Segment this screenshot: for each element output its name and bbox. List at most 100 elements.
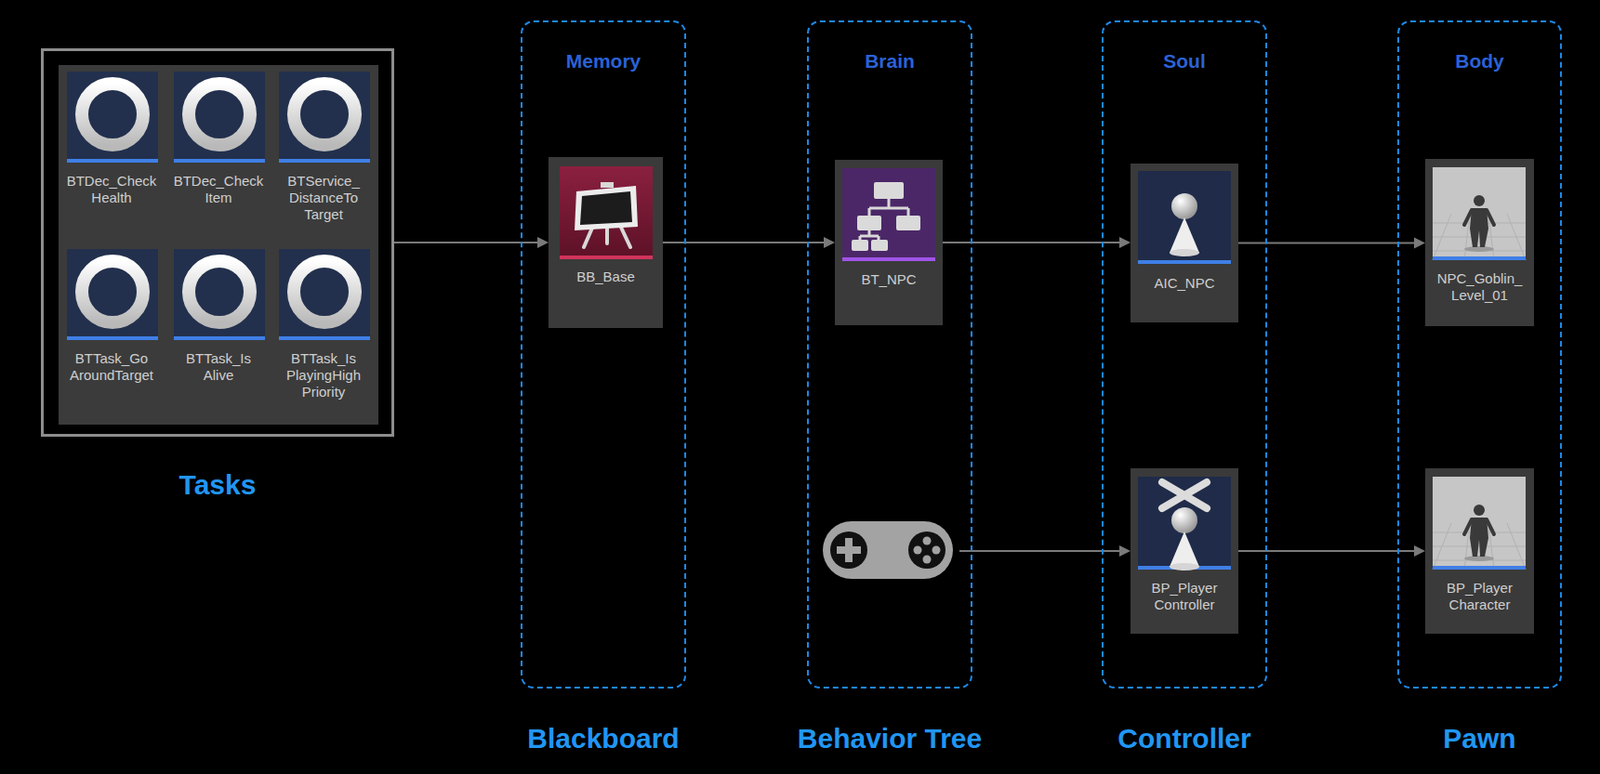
tile-label: BP_Player Character xyxy=(1428,580,1531,614)
gamepad-icon xyxy=(830,531,868,569)
goblin-pawn-icon xyxy=(1432,167,1526,261)
column-group: SoulControllerAIC_NPCBP_Player Controlle… xyxy=(1101,20,1268,689)
blackboard-icon xyxy=(559,166,653,260)
gamepad-icon xyxy=(923,537,932,546)
task-panel-fill xyxy=(58,65,379,425)
tile-label: BP_Player Controller xyxy=(1134,580,1235,614)
group-heading: Memory xyxy=(522,50,685,73)
arrow-line xyxy=(1238,550,1415,553)
column-group: BodyPawnNPC_Goblin_ Level_01BP_Player Ch… xyxy=(1397,20,1562,689)
group-caption: Behavior Tree xyxy=(725,722,1055,756)
asset-tile: AIC_NPC xyxy=(1130,163,1239,323)
gamepad-arrow xyxy=(1119,545,1131,557)
column-group: BrainBehavior TreeBT_NPC xyxy=(806,20,973,689)
tile-panels xyxy=(548,157,1534,635)
task-icons xyxy=(66,249,159,341)
group-heading: Soul xyxy=(1103,50,1266,73)
task-tile: BTDec_Check Health xyxy=(62,68,161,241)
player-controller-icon xyxy=(1137,476,1231,571)
task-tile: BTTask_Go AroundTarget xyxy=(62,246,161,419)
behavior-tree-icon xyxy=(857,215,882,231)
blackboard-icon xyxy=(580,191,633,225)
behavior-tree-icon xyxy=(851,239,869,252)
gamepad-arrow xyxy=(959,550,1121,553)
player-character-icon xyxy=(1432,476,1526,570)
arrow-line xyxy=(662,241,825,244)
behavior-tree-icon xyxy=(871,239,888,252)
arrow-head xyxy=(1119,237,1131,249)
task-panel: TasksBTDec_Check HealthBTDec_Check ItemB… xyxy=(40,48,395,437)
flow-arrow xyxy=(662,237,835,249)
gamepad-icon xyxy=(908,531,946,569)
task-icons xyxy=(173,249,265,341)
task-icons xyxy=(66,71,371,341)
tile-label: BTDec_Check Health xyxy=(65,172,159,207)
tile-label: BTTask_Is Alive xyxy=(171,350,265,384)
asset-tile: BP_Player Character xyxy=(1425,468,1534,635)
arrow-head xyxy=(537,237,549,249)
task-icons xyxy=(66,71,159,163)
group-caption: Blackboard xyxy=(438,722,768,756)
tile-label: BB_Base xyxy=(552,268,660,286)
task-icons xyxy=(278,71,371,163)
tile-panels xyxy=(548,157,663,329)
task-tile: BTDec_Check Item xyxy=(169,68,268,241)
task-icons xyxy=(173,71,265,163)
task-tile: BTService_ DistanceTo Target xyxy=(274,68,373,241)
behavior-tree-icon xyxy=(842,168,936,262)
tile-panels xyxy=(1130,468,1239,635)
tile-panels xyxy=(1425,158,1534,327)
behavior-tree-icon xyxy=(842,168,936,262)
arrow-head xyxy=(823,237,835,249)
task-icons xyxy=(278,249,371,341)
group-heading: Body xyxy=(1399,50,1561,73)
blackboard-icon xyxy=(559,255,653,260)
tile-label: BTTask_Is PlayingHigh Priority xyxy=(277,350,371,401)
asset-tile: NPC_Goblin_ Level_01 xyxy=(1425,158,1534,327)
player-controller-icon xyxy=(1137,476,1231,570)
tile-label: NPC_Goblin_ Level_01 xyxy=(1428,270,1531,305)
player-controller-icon xyxy=(1169,507,1200,571)
tile-label: BTTask_Go AroundTarget xyxy=(65,350,159,384)
goblin-pawn-icon xyxy=(1432,256,1526,261)
asset-tile: BP_Player Controller xyxy=(1130,468,1239,635)
arrow-line xyxy=(394,241,539,244)
gamepad-icon xyxy=(923,555,932,565)
blackboard-icon xyxy=(559,166,653,260)
task-tile: BTTask_Is Alive xyxy=(169,246,268,419)
ai-controller-icon xyxy=(1137,260,1231,265)
arrow-line xyxy=(942,241,1121,244)
arrow-head xyxy=(1414,545,1426,557)
behavior-tree-icon xyxy=(842,257,936,262)
arrow-line xyxy=(1238,242,1415,245)
task-tile: BTTask_Is PlayingHigh Priority xyxy=(274,246,373,419)
tile-panels xyxy=(1130,163,1239,323)
ai-controller-icon xyxy=(1169,193,1200,257)
ai-controller-icon xyxy=(1137,171,1231,265)
tile-label: BTDec_Check Item xyxy=(171,172,265,207)
panel-caption: Tasks xyxy=(6,468,429,503)
column-group: MemoryBlackboardBB_Base xyxy=(520,20,687,689)
group-heading: Brain xyxy=(808,50,971,73)
behavior-tree-icon xyxy=(896,215,921,231)
arrow-head xyxy=(1414,238,1426,250)
asset-tile: BT_NPC xyxy=(834,159,943,326)
task-panel-fill xyxy=(58,65,379,425)
behavior-tree-icon xyxy=(873,182,904,199)
gamepad-arrow xyxy=(959,545,1131,557)
tile-label: BTService_ DistanceTo Target xyxy=(277,172,371,224)
group-caption: Pawn xyxy=(1315,722,1600,756)
gamepad-icon xyxy=(913,546,923,556)
flow-arrow xyxy=(394,237,549,249)
tile-label: BT_NPC xyxy=(838,271,939,289)
asset-tile: BB_Base xyxy=(548,157,663,329)
tile-label: AIC_NPC xyxy=(1134,275,1235,292)
player-controller-icon xyxy=(1162,482,1207,509)
group-caption: Controller xyxy=(1019,722,1349,756)
gamepad-icon xyxy=(822,521,953,580)
player-character-icon xyxy=(1432,566,1526,570)
blackboard-icon xyxy=(600,182,614,188)
